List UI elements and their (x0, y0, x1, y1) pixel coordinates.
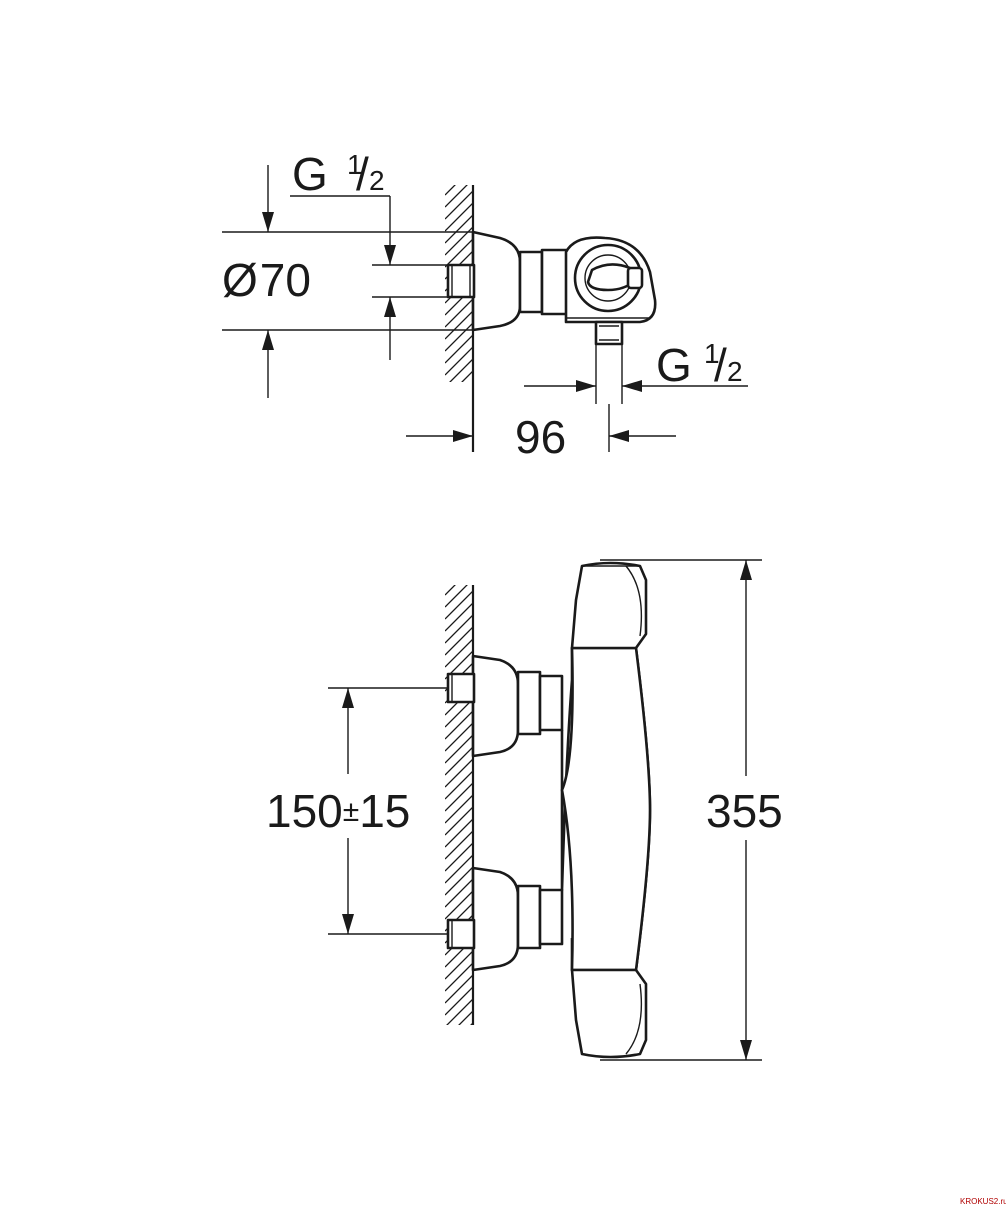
hatch-line (445, 638, 473, 668)
hatch-line (445, 395, 473, 423)
hatch-line (445, 334, 473, 364)
top-handle (570, 561, 648, 650)
wall-hatching-top (445, 155, 475, 452)
hatch-line (445, 878, 473, 908)
hatch-line (445, 407, 473, 435)
hatch-line (446, 998, 473, 1025)
hatch-line (445, 698, 473, 728)
hatch-line (445, 830, 473, 860)
hatch-line (458, 1010, 473, 1025)
hatch-line (445, 185, 456, 196)
hatch-line (445, 346, 473, 376)
hatch-line (445, 614, 473, 644)
thread-letter-right: G (656, 339, 692, 391)
spacing-label: 150±15 (266, 785, 410, 837)
inlet-housing-lower (471, 866, 520, 972)
hatch-line (445, 734, 473, 764)
thread-den-right: 2 (727, 356, 743, 387)
height-dimension: 355 (600, 559, 783, 1061)
thread-den-left: 2 (369, 165, 385, 196)
thread-num-right: 1 (704, 338, 720, 369)
hatch-line (445, 310, 473, 340)
depth-label: 96 (515, 411, 566, 463)
hatch-line (445, 866, 473, 896)
hatch-line (445, 602, 473, 632)
hatch-line (445, 190, 473, 220)
hatch-line (445, 962, 473, 992)
hatch-line (445, 1035, 473, 1063)
hatch-line (445, 794, 473, 824)
hatch-line (445, 298, 473, 328)
hatch-line (445, 842, 473, 872)
watermark: KROKUS2.ru (960, 1197, 1006, 1206)
hatch-line (445, 214, 473, 244)
hatch-line (445, 722, 473, 752)
hatch-line (445, 818, 473, 848)
hatch-line (445, 854, 473, 884)
hatch-line (445, 238, 473, 268)
hatch-line (445, 226, 473, 256)
thread-slash-right: / (714, 339, 727, 391)
thread-letter-left: G (292, 148, 328, 200)
hatch-line (445, 626, 473, 656)
coupling-top (518, 250, 544, 314)
hatch-line (461, 370, 473, 382)
hatch-line (445, 806, 473, 836)
bottom-handle (570, 968, 648, 1059)
hatch-line (445, 555, 473, 583)
hatch-line (445, 770, 473, 800)
inlet-housing-upper (471, 654, 520, 758)
hatch-line (445, 950, 473, 980)
hatch-line (445, 974, 473, 1004)
diameter-dimension: Ø70 (222, 165, 473, 398)
inlet-housing-top (471, 230, 522, 332)
outlet-fitting-top (594, 320, 624, 346)
height-label: 355 (706, 785, 783, 837)
wall-hatching-front (445, 555, 475, 1075)
hatch-line (445, 585, 468, 608)
hatch-line (445, 746, 473, 776)
thread-num-left: 1 (347, 149, 363, 180)
hatch-line (470, 1022, 473, 1025)
hatch-line (445, 758, 473, 788)
hatch-line (445, 782, 473, 812)
hatch-line (445, 890, 473, 920)
top-view: Ø70 G 1 / 2 G 1 / 2 (222, 148, 748, 463)
thread-dimension-left: G 1 / 2 (290, 148, 448, 360)
thread-slash-left: / (356, 148, 369, 200)
hatch-line (445, 383, 473, 411)
hatch-line (445, 1047, 473, 1075)
hatch-line (445, 590, 473, 620)
hatch-line (445, 585, 456, 596)
hatch-line (445, 155, 473, 183)
thread-dimension-right: G 1 / 2 (524, 338, 748, 404)
hatch-line (445, 710, 473, 740)
hatch-line (445, 986, 473, 1016)
hatch-line (445, 322, 473, 352)
spacing-dimension: 150±15 (266, 687, 448, 935)
hatch-line (445, 202, 473, 232)
hatch-line (445, 185, 468, 208)
hatch-line (449, 358, 473, 382)
front-view: 150±15 355 (266, 555, 783, 1075)
diameter-label: Ø70 (222, 254, 311, 306)
depth-dimension: 96 (406, 404, 676, 463)
